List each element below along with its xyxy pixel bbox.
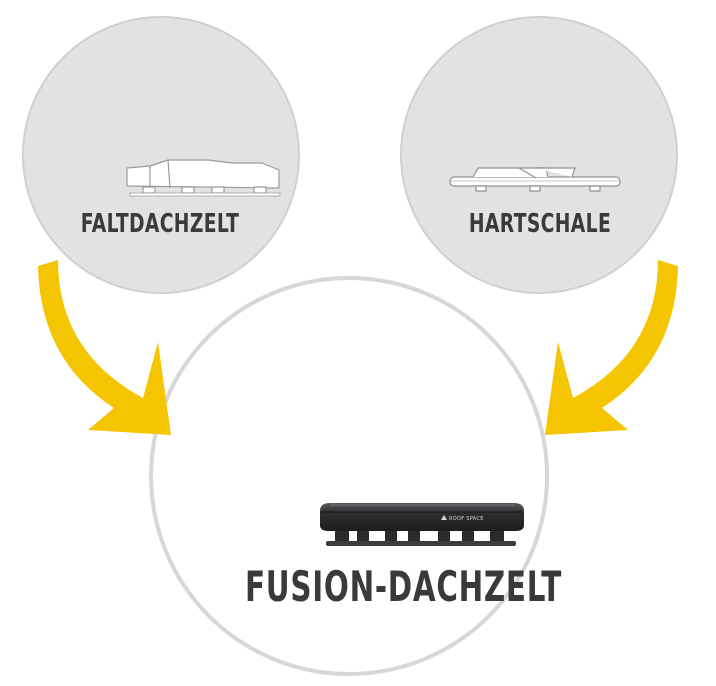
roofspace-logo-text: ROOF SPACE xyxy=(449,516,484,522)
folding-roof-tent-icon xyxy=(126,159,281,197)
hartschale-circle xyxy=(400,16,678,294)
fusion-circle xyxy=(149,276,549,676)
fusion-roof-tent-photo: ROOF SPACE xyxy=(320,503,524,546)
fusion-dachzelt-label: FUSION-DACHZELT xyxy=(245,562,563,611)
faltdachzelt-label: FALTDACHZELT xyxy=(80,209,240,239)
hartschale-label: HARTSCHALE xyxy=(468,209,612,239)
faltdachzelt-circle xyxy=(22,16,300,294)
hardshell-roof-tent-icon xyxy=(449,167,621,192)
arrow-left-icon xyxy=(38,260,171,435)
arrow-right-icon xyxy=(545,260,678,435)
